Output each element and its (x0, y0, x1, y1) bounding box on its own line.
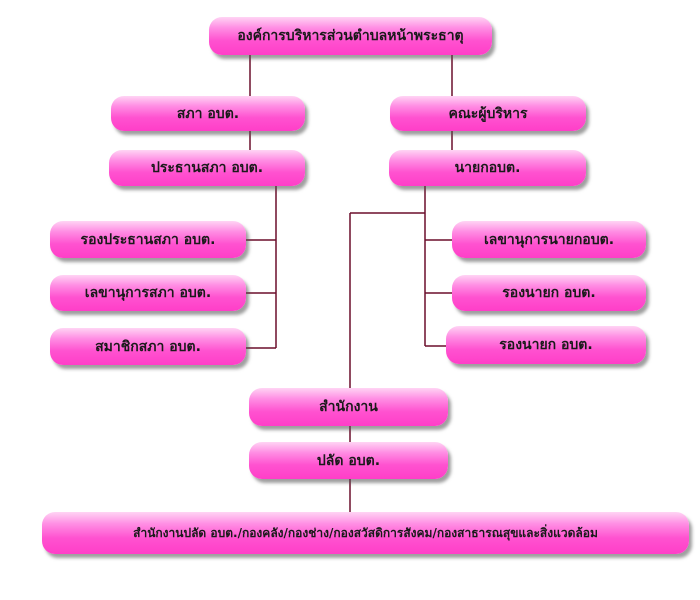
node-council: สภา อบต. (111, 96, 305, 131)
node-vice-mayor-2: รองนายก อบต. (446, 326, 646, 364)
node-departments: สำนักงานปลัด อบต./กองคลัง/กองช่าง/กองสวั… (42, 512, 689, 554)
node-council-chair-label: ประธานสภา อบต. (150, 160, 264, 176)
node-departments-label: สำนักงานปลัด อบต./กองคลัง/กองช่าง/กองสวั… (133, 525, 598, 540)
node-council-member-label: สมาชิกสภา อบต. (95, 338, 201, 355)
node-root: องค์การบริหารส่วนตำบลหน้าพระธาตุ (209, 17, 492, 55)
node-mayor-secretary-label: เลขานุการนายกอบต. (483, 231, 615, 248)
node-vice-mayor-1-label: รองนายก อบต. (502, 285, 596, 301)
node-executive: คณะผู้บริหาร (390, 96, 586, 131)
node-council-secretary-label: เลขานุการสภา อบต. (84, 285, 212, 301)
node-council-vice-chair: รองประธานสภา อบต. (50, 221, 246, 258)
node-council-secretary: เลขานุการสภา อบต. (50, 275, 246, 311)
node-council-vice-chair-label: รองประธานสภา อบต. (80, 231, 216, 248)
node-chief-admin: ปลัด อบต. (249, 442, 448, 479)
node-office: สำนักงาน (249, 388, 448, 426)
node-vice-mayor-2-label: รองนายก อบต. (499, 337, 593, 353)
node-root-label: องค์การบริหารส่วนตำบลหน้าพระธาตุ (237, 28, 464, 44)
node-chief-admin-label: ปลัด อบต. (316, 452, 381, 469)
node-vice-mayor-1: รองนายก อบต. (452, 275, 646, 311)
node-council-member: สมาชิกสภา อบต. (50, 328, 246, 365)
node-mayor-label: นายกอบต. (454, 160, 521, 176)
node-council-chair: ประธานสภา อบต. (109, 150, 305, 186)
node-executive-label: คณะผู้บริหาร (448, 105, 528, 122)
node-office-label: สำนักงาน (319, 399, 378, 415)
node-mayor-secretary: เลขานุการนายกอบต. (452, 221, 646, 258)
node-mayor: นายกอบต. (389, 150, 586, 186)
node-council-label: สภา อบต. (176, 105, 240, 122)
